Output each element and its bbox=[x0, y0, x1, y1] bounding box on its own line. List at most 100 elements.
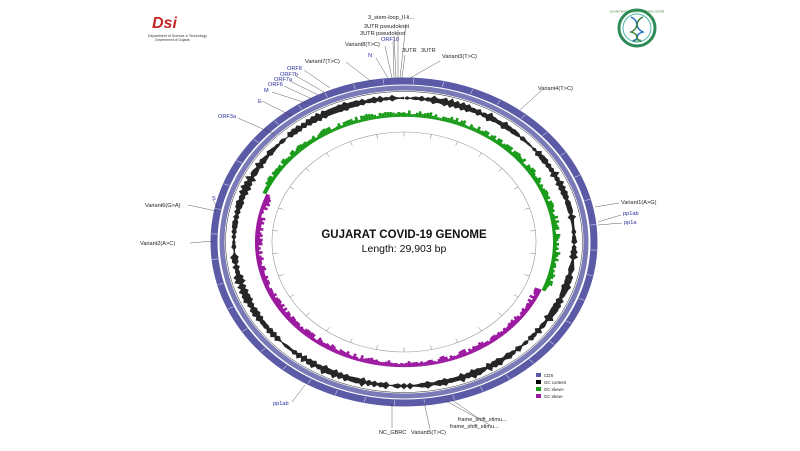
gc-skew-plus-bar bbox=[317, 134, 322, 140]
gc-skew-plus-bar bbox=[354, 116, 360, 124]
gc-skew-plus-bar bbox=[548, 271, 554, 275]
gc-skew-plus-bar bbox=[463, 124, 468, 129]
gc-skew-plus-bar bbox=[264, 186, 270, 191]
gc-skew-plus-bar bbox=[448, 116, 454, 124]
gc-skew-minus-bar bbox=[516, 315, 523, 321]
gc-skew-plus-bar bbox=[475, 126, 482, 134]
gc-skew-minus-bar bbox=[262, 279, 270, 284]
gc-skew-minus-bar bbox=[437, 358, 442, 364]
cds-tick bbox=[364, 397, 366, 403]
gc-skew-plus-bar bbox=[273, 170, 280, 175]
gc-skew-plus-bar bbox=[517, 157, 524, 163]
label-variant4: Variant4(T>C) bbox=[538, 86, 573, 92]
gc-skew-plus-bar bbox=[262, 190, 268, 195]
gbrc-logo-text: GUJARAT BIOTECHNOLOGY RESEARCH CENTRE bbox=[610, 11, 665, 14]
gc-skew-plus-bar bbox=[433, 114, 438, 120]
gc-skew-plus-bar bbox=[551, 222, 557, 226]
gc-skew-plus-bar bbox=[542, 194, 549, 199]
label-variant5: Variant5(T>C) bbox=[411, 430, 446, 436]
gc-skew-plus-bar bbox=[506, 146, 514, 153]
gc-skew-plus-bar bbox=[303, 141, 310, 148]
genome-title: GUJARAT COVID-19 GENOME bbox=[321, 229, 487, 241]
gc-skew-minus-bar bbox=[303, 329, 311, 336]
cds-tick bbox=[353, 84, 356, 90]
gc-skew-plus-bar bbox=[423, 112, 427, 119]
gc-skew-minus-bar bbox=[349, 355, 354, 360]
label-utr-1: 3UTR bbox=[402, 48, 417, 54]
gc-skew-minus-bar bbox=[480, 341, 487, 348]
gc-skew-plus-bar bbox=[438, 117, 443, 121]
gc-skew-minus-bar bbox=[256, 221, 265, 225]
gc-skew-plus-bar bbox=[281, 158, 289, 165]
gc-skew-minus-bar bbox=[474, 345, 480, 352]
gc-skew-minus-bar bbox=[326, 344, 332, 351]
gc-skew-plus-bar bbox=[513, 152, 522, 160]
gc-skew-minus-bar bbox=[533, 294, 539, 299]
label-m: M bbox=[264, 88, 269, 94]
gc-skew-minus-bar bbox=[525, 302, 533, 308]
gc-skew-minus-bar bbox=[435, 361, 439, 365]
ruler-tick bbox=[498, 312, 503, 316]
gc-skew-minus-bar bbox=[281, 310, 287, 315]
gc-skew-plus-bar bbox=[543, 196, 551, 201]
gc-skew-minus-bar bbox=[499, 330, 505, 336]
gc-skew-plus-bar bbox=[310, 138, 316, 143]
label-variant7: Variant7(T>C) bbox=[305, 59, 340, 65]
gc-skew-minus-bar bbox=[483, 341, 489, 347]
gc-skew-plus-bar bbox=[549, 266, 554, 270]
gc-skew-plus-bar bbox=[510, 150, 517, 157]
cds-tick bbox=[274, 120, 279, 125]
gc-skew-plus-bar bbox=[266, 179, 273, 185]
cds-tick bbox=[227, 306, 234, 310]
cds-tick bbox=[566, 320, 572, 324]
gc-skew-plus-bar bbox=[465, 125, 470, 130]
feature-labels: 3_stem-loop_II-li... 3UTR pseudoknot 3UT… bbox=[140, 15, 657, 436]
cds-tick bbox=[236, 160, 242, 164]
gc-skew-plus-bar bbox=[546, 202, 554, 207]
ruler-tick bbox=[326, 327, 330, 332]
cds-tick bbox=[298, 104, 303, 110]
gc-skew-minus-bar bbox=[263, 281, 271, 287]
label-orf10: ORF10 bbox=[381, 37, 399, 43]
gc-skew-minus-bar bbox=[525, 304, 531, 310]
gc-skew-plus-bar bbox=[277, 164, 285, 170]
gc-skew-plus-bar bbox=[541, 191, 549, 197]
gc-skew-plus-bar bbox=[352, 119, 357, 125]
cds-tick bbox=[529, 359, 534, 364]
label-orf8: ORF8 bbox=[287, 66, 302, 72]
legend-swatch-gc-skew-plus bbox=[536, 387, 541, 391]
gc-skew-track bbox=[255, 110, 561, 368]
gc-skew-minus-bar bbox=[266, 287, 273, 293]
ruler-ring bbox=[271, 131, 537, 353]
gc-skew-minus-bar bbox=[425, 361, 429, 366]
gc-skew-minus-bar bbox=[460, 349, 466, 357]
dst-logo-mark: Dsi bbox=[152, 15, 177, 32]
gc-skew-plus-bar bbox=[520, 162, 525, 167]
gc-skew-plus-bar bbox=[347, 119, 352, 126]
cds-tick bbox=[334, 389, 338, 395]
legend-label-cds: CDS bbox=[544, 373, 553, 378]
gc-skew-minus-bar bbox=[263, 197, 272, 203]
label-nc-gbrc: NC_GBRC bbox=[379, 430, 406, 436]
gc-skew-plus-bar bbox=[320, 129, 327, 137]
gc-skew-minus-bar bbox=[529, 294, 538, 301]
label-orf7b: ORF7b bbox=[280, 72, 298, 78]
dst-logo: Dsi Department of Science & Technology G… bbox=[148, 15, 207, 42]
cds-tick bbox=[578, 298, 585, 301]
gc-skew-minus-bar bbox=[297, 325, 304, 332]
gc-skew-minus-bar bbox=[422, 362, 427, 367]
gc-skew-plus-bar bbox=[290, 149, 298, 157]
gc-skew-plus-bar bbox=[552, 226, 560, 231]
gc-skew-plus-bar bbox=[523, 164, 531, 170]
gc-skew-minus-bar bbox=[447, 358, 452, 362]
gc-skew-minus-bar bbox=[476, 344, 482, 351]
gc-skew-plus-bar bbox=[376, 115, 380, 120]
gc-skew-minus-bar bbox=[501, 330, 507, 335]
ruler-tick bbox=[278, 274, 284, 277]
gc-skew-minus-bar bbox=[328, 344, 335, 352]
gc-skew-plus-bar bbox=[550, 262, 557, 266]
gc-skew-plus-bar bbox=[548, 268, 555, 273]
label-orf7a: ORF7a bbox=[274, 77, 293, 83]
gc-skew-minus-bar bbox=[265, 286, 270, 291]
gc-skew-plus-bar bbox=[337, 122, 343, 130]
